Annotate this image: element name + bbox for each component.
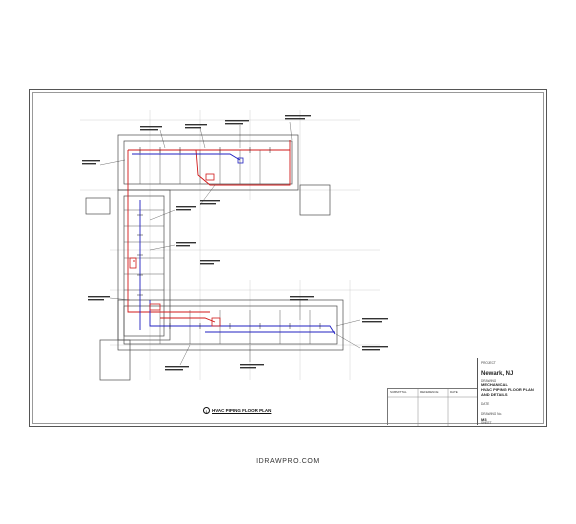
sheet-label: SHEET	[481, 421, 492, 425]
note-leaders	[99, 121, 361, 366]
building-grid	[80, 110, 380, 380]
return-piping	[132, 153, 336, 335]
room-partitions	[124, 150, 311, 344]
drawing-number: M3	[481, 417, 487, 422]
project-label: PROJECT	[481, 361, 496, 365]
project-city: Newark, NJ	[481, 371, 514, 377]
revision-col-submittal: SUBMITTAL	[390, 390, 407, 394]
watermark-text: IDRAWPRO.COM	[256, 458, 320, 465]
supply-piping	[127, 140, 291, 323]
equipment-marks	[129, 157, 244, 327]
revision-col-reference: REFERENCE	[420, 390, 439, 394]
revision-table: SUBMITTAL REFERENCE DATE	[387, 388, 478, 426]
drawing-title-line2: AND DETAILS	[481, 392, 508, 397]
revision-grid	[388, 389, 478, 426]
general-notes	[82, 115, 388, 371]
building-walls	[85, 134, 344, 381]
drawing-title-line1: HVAC PIPING FLOOR PLAN	[481, 387, 534, 392]
plan-caption: HVAC PIPING FLOOR PLAN	[212, 408, 272, 413]
date-label: DATE	[481, 402, 490, 406]
drawing-label: DRAWING	[481, 379, 497, 383]
title-block: PROJECT Newark, NJ DRAWING MECHANICAL HV…	[477, 358, 545, 425]
drawing-discipline: MECHANICAL	[481, 382, 508, 387]
detail-number-bubble: 1	[203, 407, 210, 414]
sheet-border	[32, 92, 544, 424]
drawing-no-label: DRAWING No.	[481, 412, 503, 416]
revision-col-date: DATE	[450, 390, 458, 394]
drawing-sheet	[29, 89, 547, 427]
pipe-fittings	[137, 147, 321, 329]
